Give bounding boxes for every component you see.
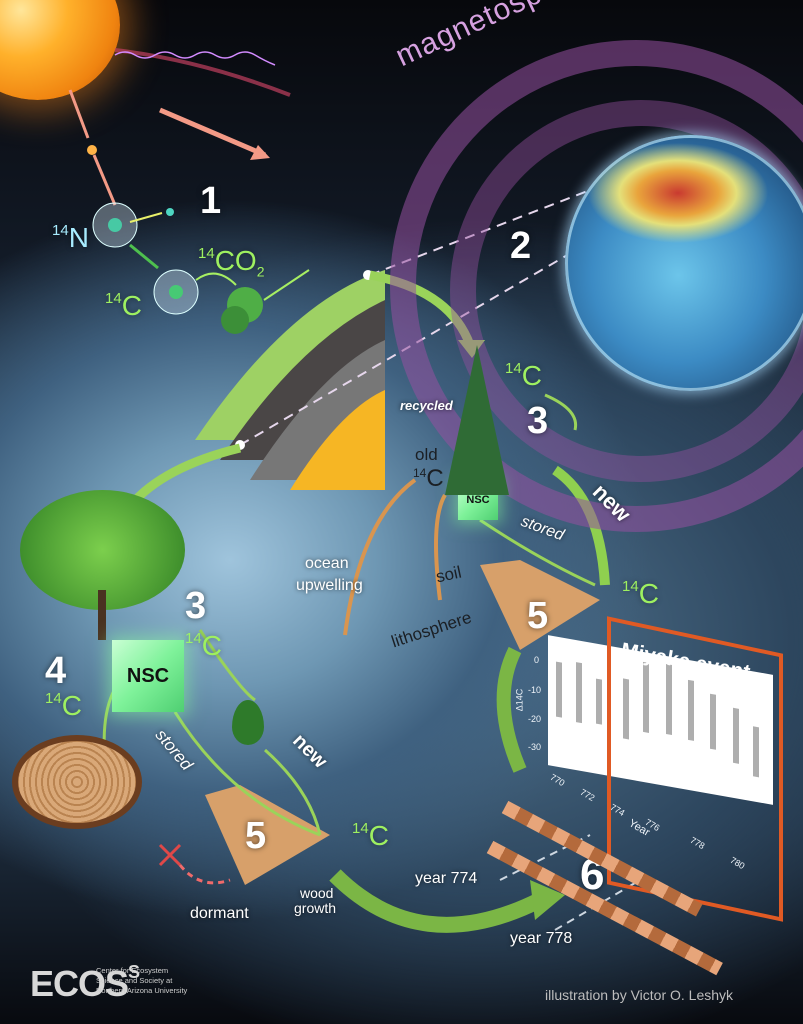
step-3-conifer-number: 3 [527,400,549,442]
co2-label: 14CO2 [198,245,265,280]
solar-flare-icon [114,48,291,97]
growth-label: growth [294,900,337,916]
nsc-oak-box: NSC [112,640,184,712]
old-label: old [415,445,438,464]
oak-leaf-icon [232,700,264,745]
cosmic-ray-wave-icon [114,51,276,66]
y-tick-10: -10 [528,685,542,695]
wood-label: wood [300,885,334,901]
y-tick-20: -20 [528,714,542,724]
neutron-icon [166,208,174,216]
n14-label: 14N [52,222,89,253]
year-778-label: year 778 [510,930,573,947]
y-tick-30: -30 [528,742,542,752]
upwelling-label: upwelling [296,577,363,594]
c14-oak-stored-label: 14C [45,690,82,721]
ocean-upwelling-arrow-icon [343,478,417,636]
old-c14-label: 14C [413,465,444,492]
arrow-stored-carbon-icon [173,711,321,837]
arrow-sun-particle-icon [68,89,90,139]
conifer-wood-wedge [480,560,600,650]
step-1-number: 1 [200,180,222,222]
dormant-arrow-icon [178,864,231,885]
dormant-label: dormant [190,905,249,922]
c14-label: 14C [105,290,142,321]
arrow-new-carbon-icon [264,748,322,836]
earth-globe [565,135,803,391]
step-5-oak-number: 5 [245,815,267,857]
conifer-tree-icon [445,345,509,495]
miyake-chart-panel [548,635,773,805]
arrow-solar-wind-icon [159,107,266,158]
step-3-oak-number: 3 [185,585,207,627]
arrow-wood-to-record-icon [329,869,544,933]
c14-oak-wood-label: 14C [352,820,389,851]
soil-flux-arrow-icon [434,493,447,601]
particle-icon [87,145,97,155]
arrow-stored-carbon-icon [479,518,596,587]
recycled-label: recycled [400,398,453,413]
oak-wood-wedge [205,785,330,885]
arrow-to-c14-icon [129,243,159,270]
ecoss-logo: ECOSS [30,962,140,1004]
c14-atmosphere-label: 14C [505,360,542,391]
dormant-leaf-cross-icon [158,843,182,867]
step-5-conifer-number: 5 [527,595,549,637]
step-4-oak-number: 4 [45,650,67,692]
miyake-scatter-plot [556,661,759,778]
illustration-credit: illustration by Victor O. Leshyk [545,987,734,1003]
ocean-label: ocean [305,555,349,572]
y-tick-0: 0 [534,655,540,665]
organization-name: Center for Ecosystem Science and Society… [96,966,188,995]
c14-wood-label: 14C [622,578,659,609]
year-774-label: year 774 [415,870,478,887]
tree-ring-crosssection [12,735,142,829]
step-2-number: 2 [510,225,532,267]
y-axis-label: Δ14C [514,688,525,712]
c14-oak-new-label: 14C [185,630,222,661]
